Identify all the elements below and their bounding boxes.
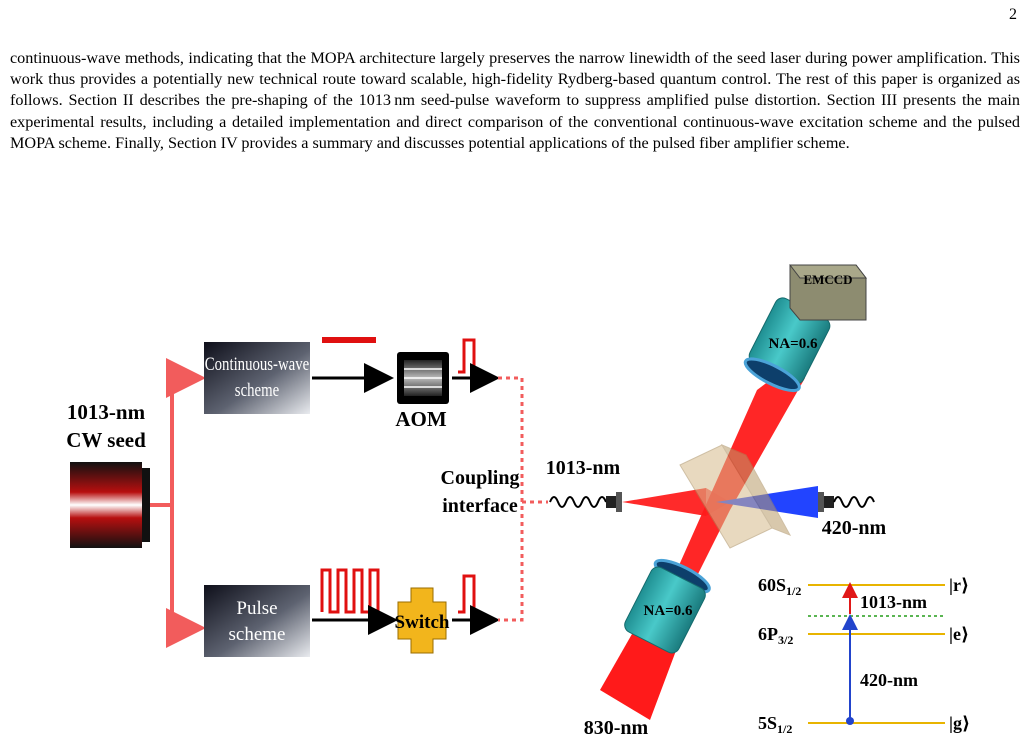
fiber-420-coil-icon bbox=[833, 496, 875, 508]
switch-icon bbox=[397, 587, 447, 654]
aom-output-pulse-icon bbox=[458, 338, 480, 374]
energy-level-diagram: 60S1/2 6P3/2 5S1/2 |r⟩ |e⟩ |g⟩ 1013-nm 4… bbox=[758, 575, 970, 736]
split-arrows bbox=[150, 358, 206, 648]
na-bottom-label: NA=0.6 bbox=[644, 603, 693, 619]
seed-label-line2: CW seed bbox=[66, 428, 146, 452]
coupling-dotted-line bbox=[498, 376, 548, 622]
body-paragraph: continuous-wave methods, indicating that… bbox=[10, 49, 1020, 152]
fiber-connector-420-icon bbox=[818, 492, 834, 512]
level-r-label: 60S1/2 bbox=[758, 575, 801, 598]
pulse-scheme-box: Pulse scheme bbox=[204, 585, 310, 657]
aom-icon bbox=[397, 352, 449, 404]
cw-scheme-line1: Continuous-wave bbox=[205, 353, 309, 374]
seed-laser-icon bbox=[70, 462, 150, 548]
transition-420-label: 420-nm bbox=[860, 670, 918, 690]
switch-output-pulse-icon bbox=[458, 574, 480, 614]
coupling-label-line2: interface bbox=[442, 495, 518, 517]
ket-r: |r⟩ bbox=[949, 575, 969, 595]
objective-lens-bottom bbox=[624, 558, 711, 654]
fiber-1013-coil-icon bbox=[549, 496, 607, 508]
seed-label-line1: 1013-nm bbox=[67, 400, 146, 424]
page-number: 2 bbox=[1009, 6, 1017, 23]
pulse-scheme-line2: scheme bbox=[229, 624, 286, 645]
emccd-camera-icon bbox=[788, 264, 868, 321]
cw-scheme-line2: scheme bbox=[235, 379, 279, 400]
cw-waveform-icon bbox=[322, 337, 376, 343]
emccd-label: EMCCD bbox=[803, 272, 852, 287]
beam-1013-horizontal bbox=[622, 488, 706, 516]
ket-e: |e⟩ bbox=[949, 624, 969, 644]
experimental-setup-figure: 1013-nm CW seed Continuous-wave scheme P… bbox=[0, 250, 1029, 743]
ket-g: |g⟩ bbox=[949, 713, 970, 733]
pulse-scheme-line1: Pulse bbox=[236, 598, 277, 619]
coupling-label-line1: Coupling bbox=[441, 467, 520, 489]
beam-420-label: 420-nm bbox=[822, 517, 887, 539]
aom-label: AOM bbox=[395, 407, 447, 431]
transition-1013-label: 1013-nm bbox=[860, 592, 927, 612]
switch-label: Switch bbox=[395, 612, 450, 633]
beam-1013-label: 1013-nm bbox=[546, 457, 621, 479]
na-top-label: NA=0.6 bbox=[769, 336, 818, 352]
level-g-label: 5S1/2 bbox=[758, 713, 792, 736]
level-e-label: 6P3/2 bbox=[758, 624, 793, 647]
fiber-connector-1013-icon bbox=[606, 492, 622, 512]
cw-scheme-box: Continuous-wave scheme bbox=[204, 342, 310, 414]
beam-830-label: 830-nm bbox=[584, 717, 649, 739]
vapor-cell-icon bbox=[679, 443, 792, 549]
pulse-train-icon bbox=[320, 568, 380, 614]
